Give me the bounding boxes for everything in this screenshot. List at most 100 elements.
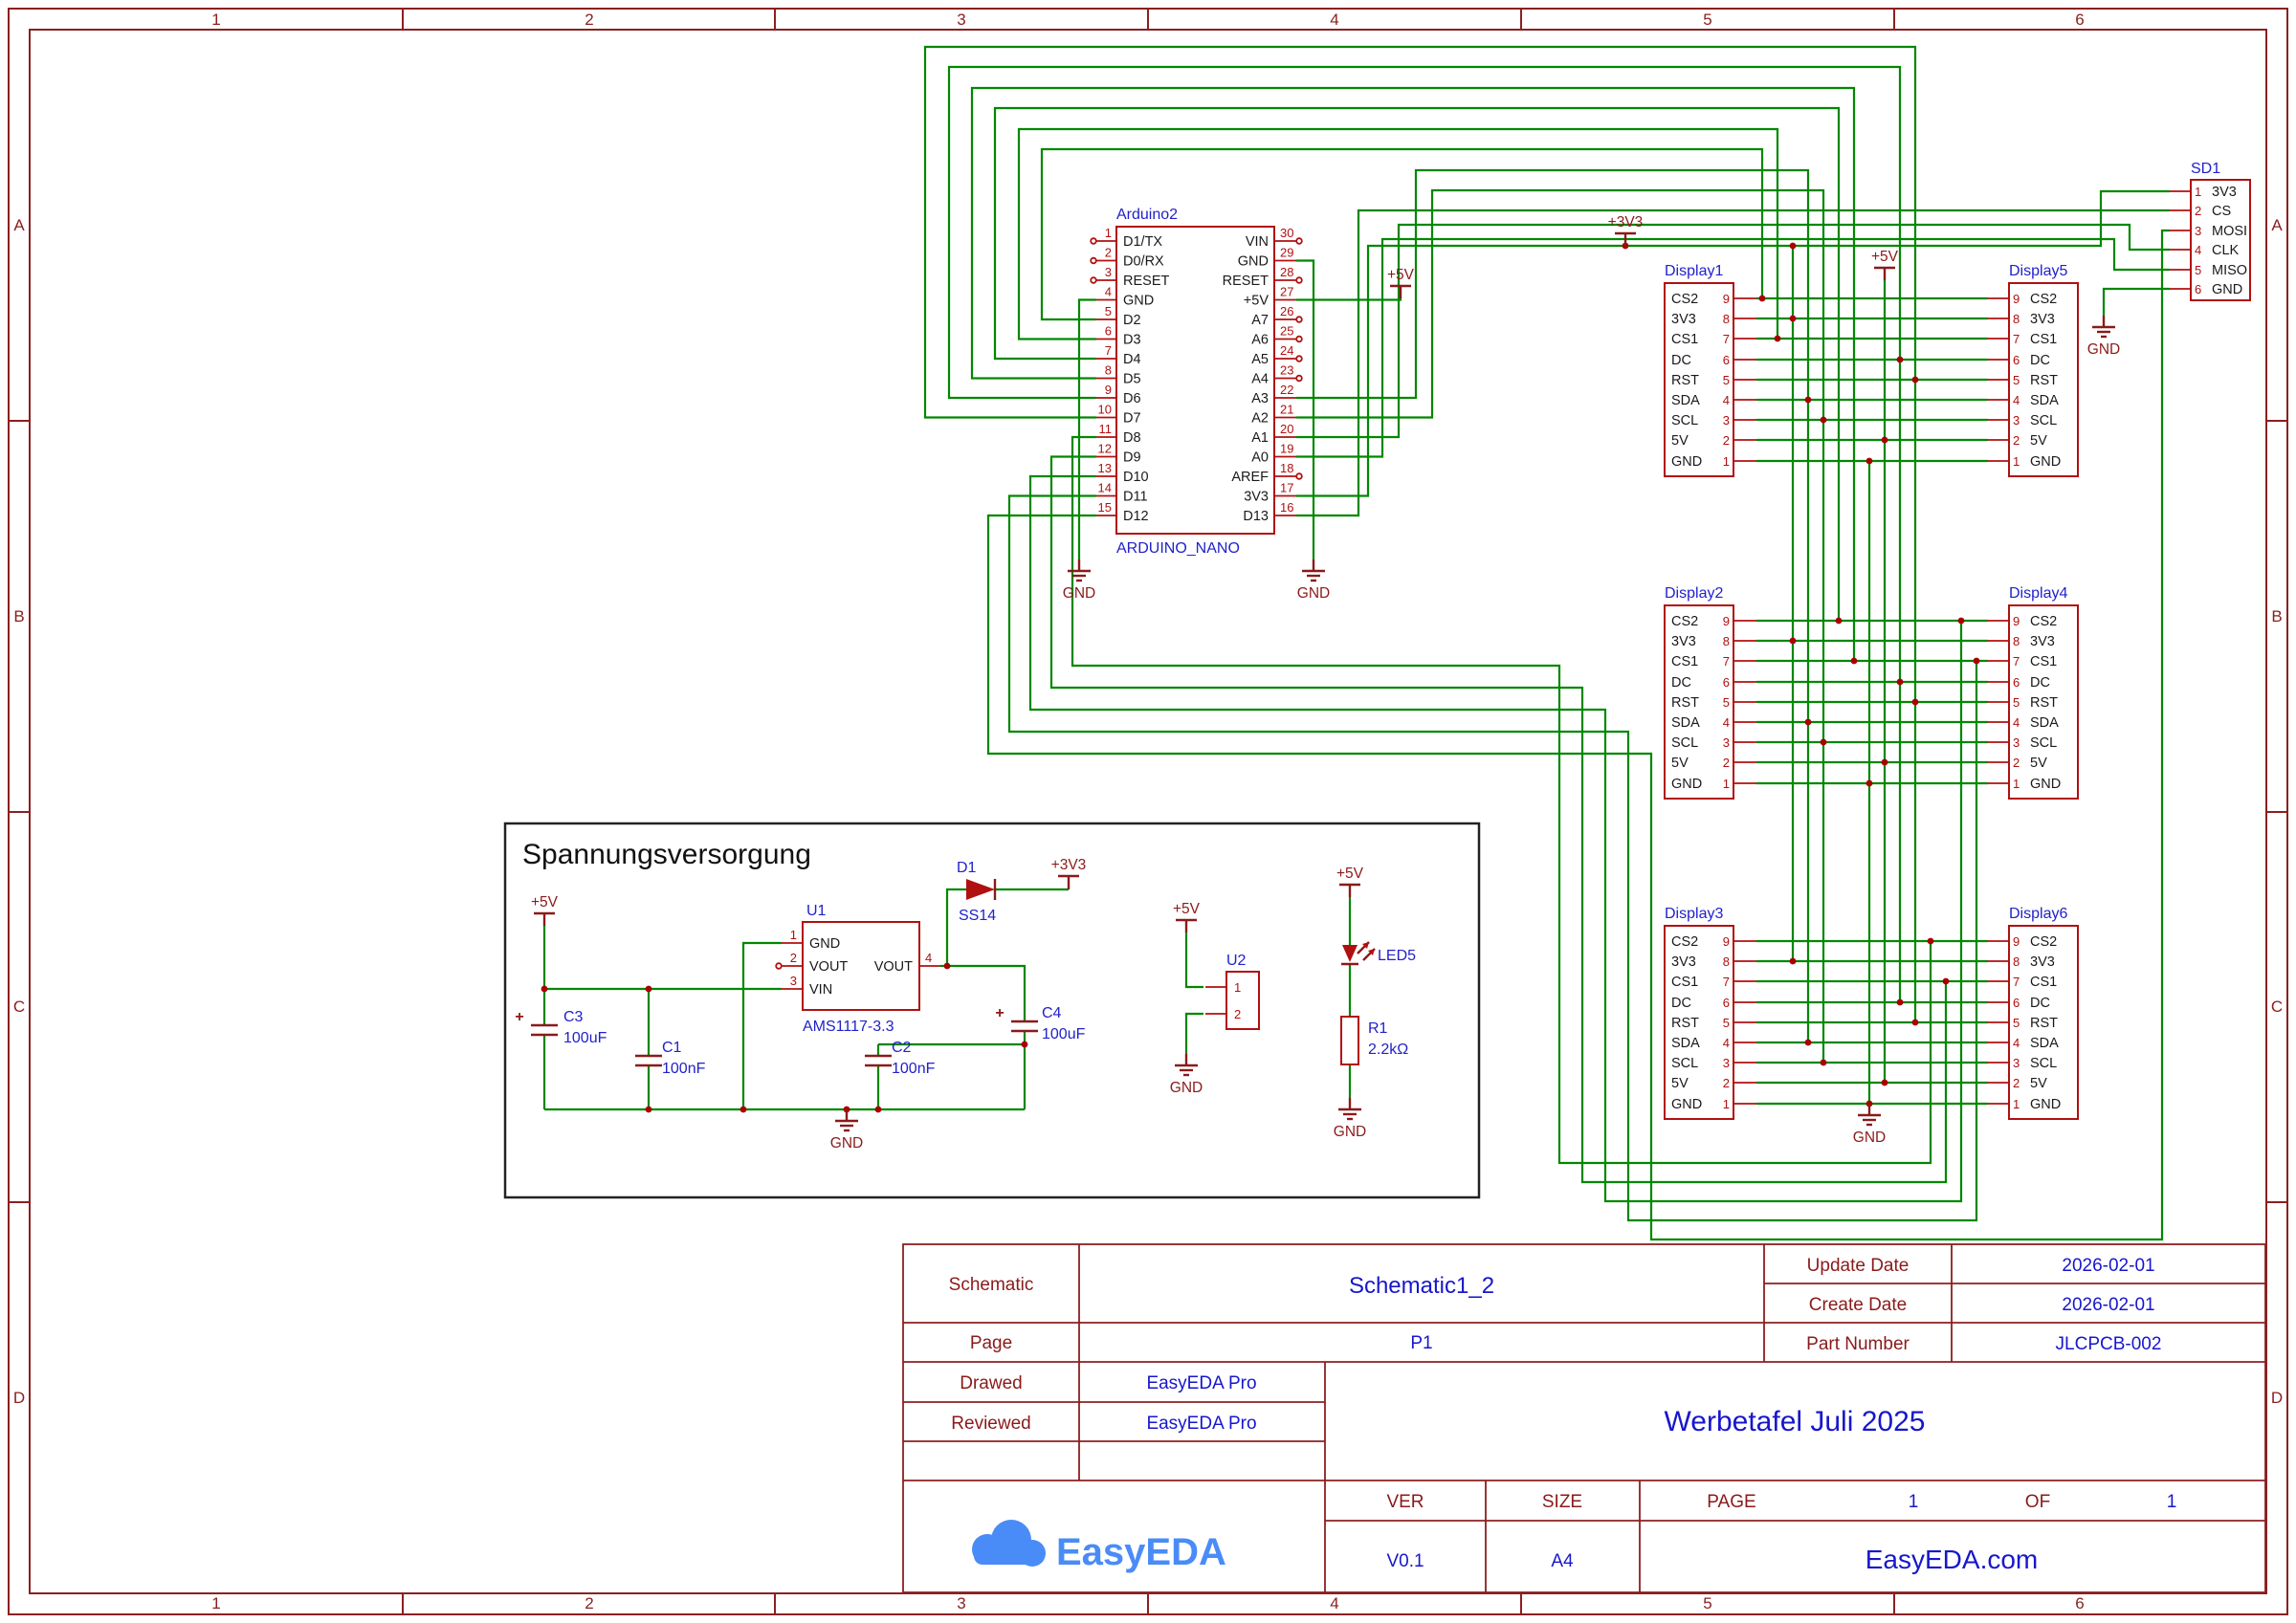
- arduino-nano[interactable]: Arduino2ARDUINO_NANO1D1/TX2D0/RX3RESET4G…: [1090, 207, 1303, 557]
- pin-number: 3: [1723, 735, 1730, 750]
- ground-flag[interactable]: GND: [1853, 1104, 1886, 1146]
- wire[interactable]: [1184, 932, 1203, 989]
- pin-label: GND: [2030, 1097, 2061, 1112]
- wire[interactable]: [1296, 298, 1402, 301]
- pin-label: SDA: [2030, 393, 2059, 408]
- wire[interactable]: [1017, 127, 1779, 340]
- pin-number: 10: [1098, 403, 1112, 417]
- pin-number: 22: [1280, 383, 1293, 397]
- pin-label: CS1: [1671, 332, 1698, 347]
- pin-label: A7: [1251, 313, 1269, 328]
- wire[interactable]: [1184, 1012, 1203, 1054]
- resistor-r1[interactable]: R12.2kΩ: [1340, 1016, 1408, 1065]
- wire[interactable]: [940, 964, 1027, 1021]
- wire[interactable]: [1049, 455, 1948, 1184]
- pin-number: 1: [2013, 777, 2020, 791]
- title-block-border: [902, 1243, 2266, 1593]
- component-designator: Display3: [1665, 906, 1723, 922]
- junction-dot: [645, 985, 652, 993]
- wire[interactable]: [1007, 494, 1978, 1222]
- wire[interactable]: [741, 941, 782, 1109]
- power-flag[interactable]: +5V: [1387, 267, 1415, 298]
- pin-label: RST: [2030, 695, 2058, 711]
- pin-number: 3: [2195, 224, 2201, 238]
- junction-dot: [541, 985, 548, 993]
- wire[interactable]: [945, 888, 966, 966]
- ground-flag[interactable]: GND: [2087, 316, 2120, 358]
- ground-flag[interactable]: GND: [1334, 1098, 1366, 1140]
- frame-column-label: 2: [585, 11, 593, 29]
- pin-number: 1: [1234, 980, 1241, 995]
- wire[interactable]: [1296, 259, 1315, 560]
- pin-label: DC: [2030, 996, 2050, 1011]
- arduino-body[interactable]: [1115, 226, 1275, 535]
- wire[interactable]: [1028, 474, 1963, 1203]
- wire[interactable]: [947, 65, 1902, 1002]
- ground-flag[interactable]: GND: [1297, 559, 1330, 602]
- power-flag[interactable]: +5V: [1173, 901, 1201, 932]
- of-number: 1: [2167, 1492, 2177, 1512]
- junction-dot: [1820, 1059, 1827, 1066]
- wire[interactable]: [993, 106, 1841, 621]
- ground-flag[interactable]: GND: [1063, 559, 1095, 602]
- wire[interactable]: [1040, 147, 1764, 321]
- sd-body[interactable]: [2190, 179, 2251, 301]
- wire[interactable]: [1077, 298, 1096, 560]
- wire[interactable]: [1071, 435, 1932, 1165]
- wire[interactable]: [1296, 189, 2170, 497]
- wire[interactable]: [1296, 208, 2170, 517]
- pin-number: 3: [2013, 1056, 2020, 1070]
- frame-row-label: A: [13, 216, 25, 234]
- power-flag[interactable]: +5V: [531, 894, 559, 926]
- pin-number: 15: [1098, 500, 1112, 515]
- u2-body[interactable]: [1225, 971, 1260, 1030]
- pin-number: 13: [1098, 461, 1112, 475]
- wire[interactable]: [986, 229, 2170, 1241]
- pin-label: A4: [1251, 372, 1269, 387]
- pin-number: 1: [2195, 185, 2201, 199]
- pin-number: 20: [1280, 422, 1293, 436]
- pin-circle: [1295, 355, 1303, 362]
- pin-number: 26: [1280, 304, 1293, 318]
- wire[interactable]: [2102, 287, 2170, 316]
- pin-label: +5V: [1244, 294, 1269, 309]
- wire[interactable]: [923, 45, 1917, 1022]
- power-flag[interactable]: +3V3: [1051, 857, 1087, 889]
- power-flag[interactable]: +3V3: [1608, 214, 1644, 246]
- frame-column-label: 5: [1703, 11, 1711, 29]
- power-supply-section[interactable]: Spannungsversorgung: [503, 822, 1481, 1199]
- junction-dot: [1866, 457, 1873, 465]
- ground-flag[interactable]: GND: [830, 1109, 863, 1151]
- pin-number: 3: [790, 974, 797, 988]
- pin-label: DC: [2030, 675, 2050, 691]
- pin-label: 3V3: [1671, 634, 1696, 649]
- power-flag[interactable]: +5V: [1336, 866, 1364, 897]
- pin-label: SDA: [2030, 715, 2059, 731]
- led5[interactable]: LED5: [1341, 941, 1416, 966]
- pin-label: SDA: [1671, 1036, 1700, 1051]
- wire[interactable]: [1296, 188, 1825, 1063]
- wire[interactable]: [1296, 237, 2170, 458]
- frame-row-label: C: [13, 998, 25, 1016]
- r1-body[interactable]: [1340, 1016, 1359, 1065]
- power-flag[interactable]: +5V: [1871, 249, 1899, 280]
- ground-flag[interactable]: GND: [1170, 1054, 1203, 1096]
- pin-label: SCL: [1671, 1056, 1698, 1071]
- wire[interactable]: [970, 86, 1856, 661]
